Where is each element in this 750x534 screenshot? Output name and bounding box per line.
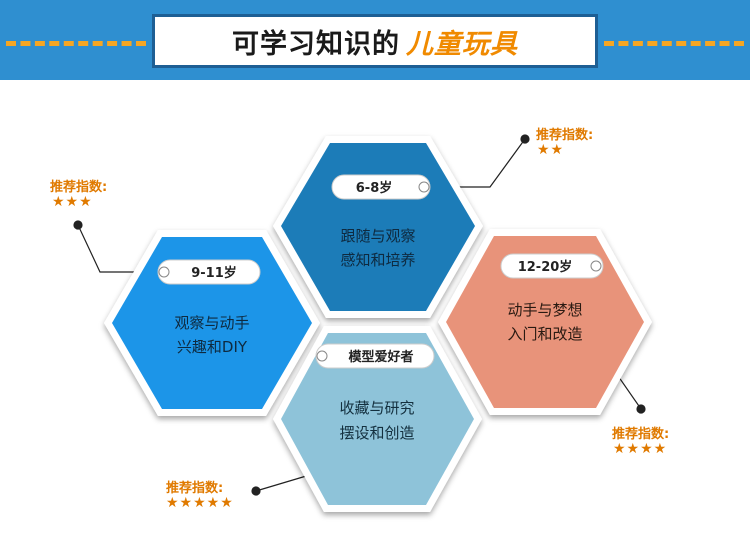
hex-6-8-line1: 跟随与观察 bbox=[340, 227, 415, 245]
rec-label-6-8: 推荐指数: bbox=[536, 128, 594, 143]
rec-label-model: 推荐指数: bbox=[166, 481, 224, 496]
title-box: 可学习知识的 儿童玩具 bbox=[152, 14, 598, 68]
hex-model-line1: 收藏与研究 bbox=[339, 399, 414, 417]
hex-6-8-line2: 感知和培养 bbox=[340, 251, 415, 269]
title-main: 可学习知识的 bbox=[232, 28, 400, 60]
connector-dot-6-8 bbox=[520, 134, 530, 144]
tag-model-label: 模型爱好者 bbox=[348, 349, 413, 365]
hex-9-11-line1: 观察与动手 bbox=[174, 314, 249, 332]
tag-9-11-label: 9-11岁 bbox=[191, 265, 237, 281]
connector-dot-model bbox=[251, 486, 261, 496]
tag-model: 模型爱好者 bbox=[315, 343, 435, 369]
tag-6-8: 6-8岁 bbox=[331, 174, 431, 200]
tag-12-20-label: 12-20岁 bbox=[518, 259, 573, 275]
connector-dot-12-20 bbox=[636, 404, 646, 414]
header-dash-right bbox=[604, 41, 744, 46]
tag-6-8-label: 6-8岁 bbox=[356, 180, 393, 196]
title-accent: 儿童玩具 bbox=[406, 28, 518, 60]
hex-model-line2: 摆设和创造 bbox=[339, 424, 414, 442]
header-dash-left bbox=[6, 41, 146, 46]
rec-label-9-11: 推荐指数: bbox=[50, 180, 108, 195]
rec-label-12-20: 推荐指数: bbox=[612, 427, 670, 442]
hex-12-20-line2: 入门和改造 bbox=[507, 325, 582, 343]
tag-9-11: 9-11岁 bbox=[157, 259, 261, 285]
hexagon-model bbox=[273, 326, 482, 512]
rec-stars-model: ★★★★★ bbox=[166, 495, 234, 511]
connector-dot-9-11 bbox=[73, 220, 83, 230]
rec-stars-12-20: ★★★★ bbox=[613, 441, 668, 457]
hex-9-11-line2: 兴趣和DIY bbox=[177, 338, 248, 356]
hex-12-20-line1: 动手与梦想 bbox=[507, 301, 582, 319]
rec-stars-6-8: ★★ bbox=[537, 142, 565, 158]
tag-12-20: 12-20岁 bbox=[500, 253, 604, 279]
rec-stars-9-11: ★★★ bbox=[52, 194, 93, 210]
